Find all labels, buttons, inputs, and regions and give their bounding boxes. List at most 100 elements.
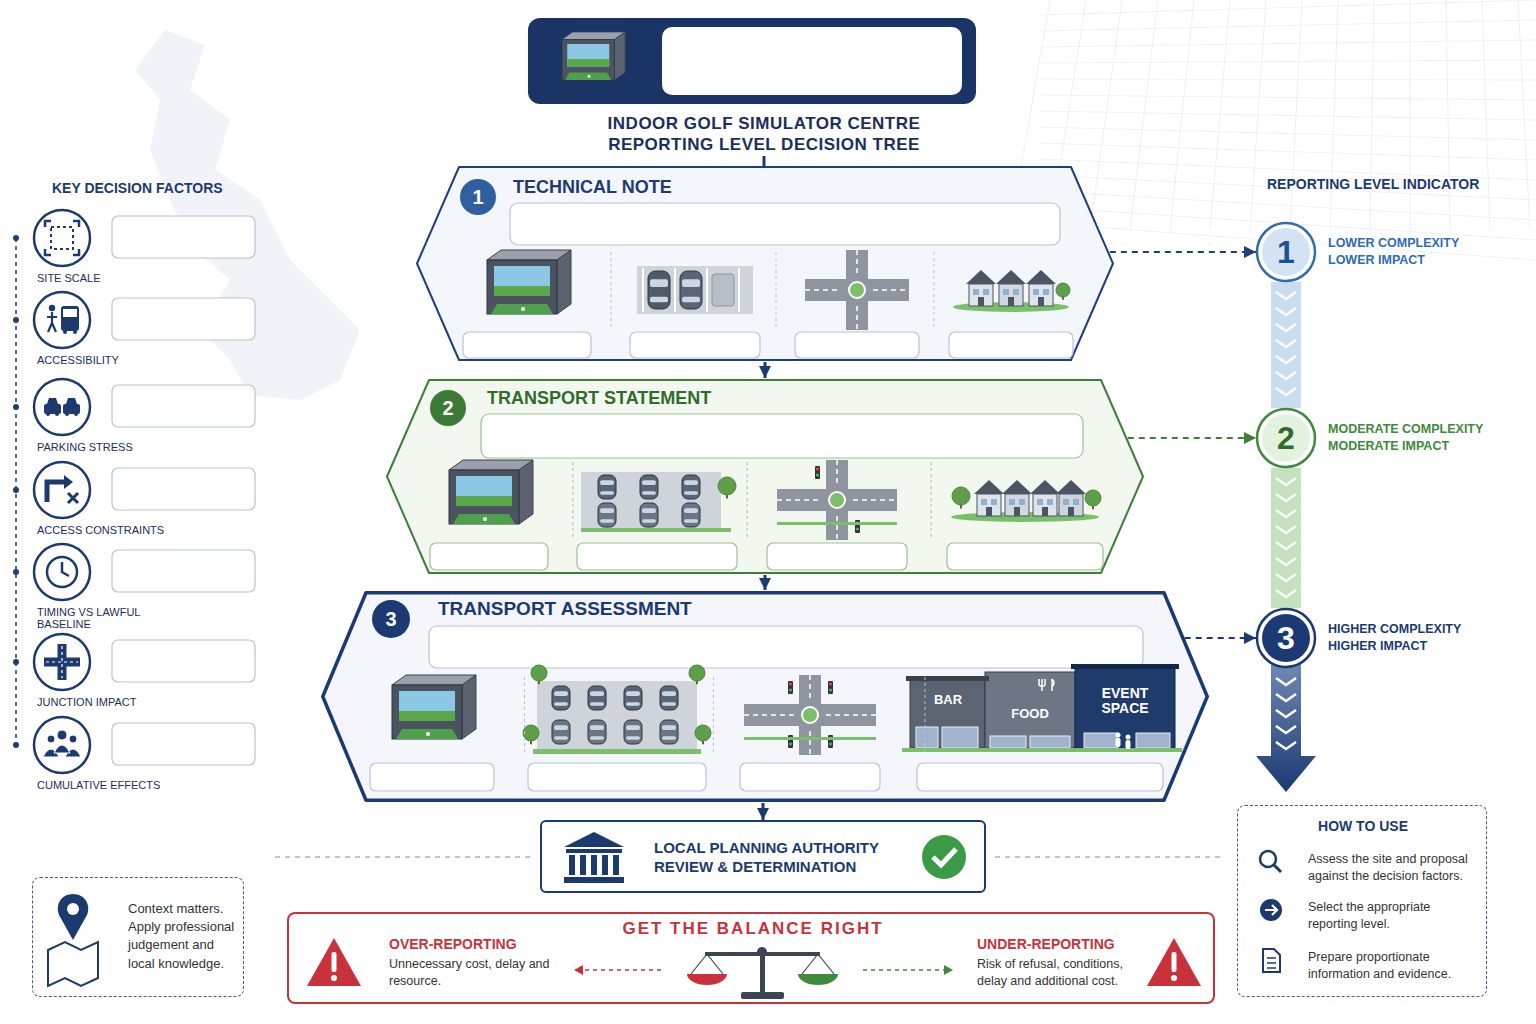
bay-screen-grass xyxy=(456,496,512,506)
car-rear-window xyxy=(600,491,614,494)
car xyxy=(680,271,702,309)
car-roof xyxy=(47,398,58,404)
house-roof xyxy=(1002,480,1032,494)
node-text: LOCAL PLANNING AUTHORITY REVIEW & DETERM… xyxy=(654,839,904,877)
car-windscreen xyxy=(684,508,698,513)
glazing xyxy=(1136,733,1170,748)
street xyxy=(1040,40,1536,47)
golf-ball xyxy=(588,75,591,78)
car-body xyxy=(63,404,80,414)
traffic-light xyxy=(855,520,860,533)
door xyxy=(986,507,992,516)
column xyxy=(569,855,575,875)
bay-line xyxy=(706,268,708,312)
divider xyxy=(524,677,525,753)
bar-block xyxy=(910,680,985,748)
node-text: 2 xyxy=(430,390,466,426)
lamp xyxy=(856,527,859,530)
chevron xyxy=(1276,372,1296,379)
magnifier xyxy=(1260,851,1276,867)
authority-box: LOCAL PLANNING AUTHORITY REVIEW & DETERM… xyxy=(540,820,986,893)
bay-screen-grass xyxy=(494,286,550,296)
scale-strings xyxy=(691,954,834,974)
shape xyxy=(32,542,92,602)
node-text: 3 xyxy=(372,600,410,638)
factor-circle xyxy=(34,292,90,348)
car-park xyxy=(581,472,721,530)
traffic-light xyxy=(828,681,833,694)
street xyxy=(1410,0,1411,230)
band-panel: TECHNICAL NOTE1 xyxy=(415,165,1115,362)
bay-mat xyxy=(565,73,612,81)
warning-triangle xyxy=(307,938,361,986)
street xyxy=(1482,0,1490,230)
person-head xyxy=(1116,733,1121,738)
car-rear-window xyxy=(554,702,568,705)
car-rear-window xyxy=(590,736,604,739)
divider xyxy=(747,462,748,538)
factor-symbol xyxy=(43,730,81,757)
shape xyxy=(32,290,92,350)
car-park xyxy=(537,681,697,751)
person-body xyxy=(54,745,70,753)
street xyxy=(1518,0,1530,230)
car-rear-window xyxy=(626,702,640,705)
lamp xyxy=(789,742,792,745)
divider xyxy=(713,677,714,753)
verge xyxy=(581,528,731,532)
connector xyxy=(764,362,767,378)
bay-line xyxy=(642,268,644,312)
car xyxy=(682,503,700,527)
access-arrow xyxy=(47,482,64,502)
factor-blank xyxy=(112,723,255,765)
house xyxy=(1029,284,1053,306)
factor-blank xyxy=(112,640,255,682)
street xyxy=(1210,0,1230,230)
house xyxy=(1033,494,1057,516)
column xyxy=(613,855,619,875)
junction-roads xyxy=(44,644,80,680)
person-head xyxy=(1126,735,1131,740)
wheel xyxy=(46,412,50,416)
blank-field xyxy=(429,626,1143,668)
car-rear-window xyxy=(682,297,700,302)
window xyxy=(1009,499,1015,505)
map-outline xyxy=(135,30,360,400)
band-heading: TRANSPORT ASSESSMENT xyxy=(438,598,692,621)
rail-dot xyxy=(13,404,19,410)
pointer-head xyxy=(574,965,583,975)
street xyxy=(1040,79,1536,80)
person-head xyxy=(57,730,67,740)
illustration xyxy=(902,664,1182,752)
bay-screen xyxy=(494,266,550,296)
cutlery-icon xyxy=(1039,679,1054,691)
bay-side xyxy=(557,250,571,314)
column xyxy=(591,855,597,875)
lamp xyxy=(816,467,819,470)
divider xyxy=(611,252,612,328)
bay-screen xyxy=(399,691,455,721)
window xyxy=(1019,499,1025,505)
divider xyxy=(573,462,574,538)
illustration xyxy=(581,472,736,532)
chevron xyxy=(1276,510,1296,517)
bay-side xyxy=(462,675,476,739)
clock-hands xyxy=(62,562,69,576)
blank-field xyxy=(528,763,706,791)
rail-dot xyxy=(13,742,19,748)
blank-field xyxy=(949,332,1073,358)
glazing xyxy=(990,736,1026,748)
factor-blank xyxy=(112,550,255,592)
tree xyxy=(523,725,539,741)
guide-line xyxy=(275,857,530,858)
car-roof xyxy=(66,398,77,404)
food-block xyxy=(985,672,1075,748)
car-rear-window xyxy=(642,519,656,522)
wheel xyxy=(55,412,59,416)
blank-field xyxy=(430,543,548,570)
map-icon xyxy=(48,942,98,986)
house-roof xyxy=(1026,270,1056,284)
tick xyxy=(933,849,956,865)
car xyxy=(660,686,678,710)
rail-dot xyxy=(13,235,19,241)
